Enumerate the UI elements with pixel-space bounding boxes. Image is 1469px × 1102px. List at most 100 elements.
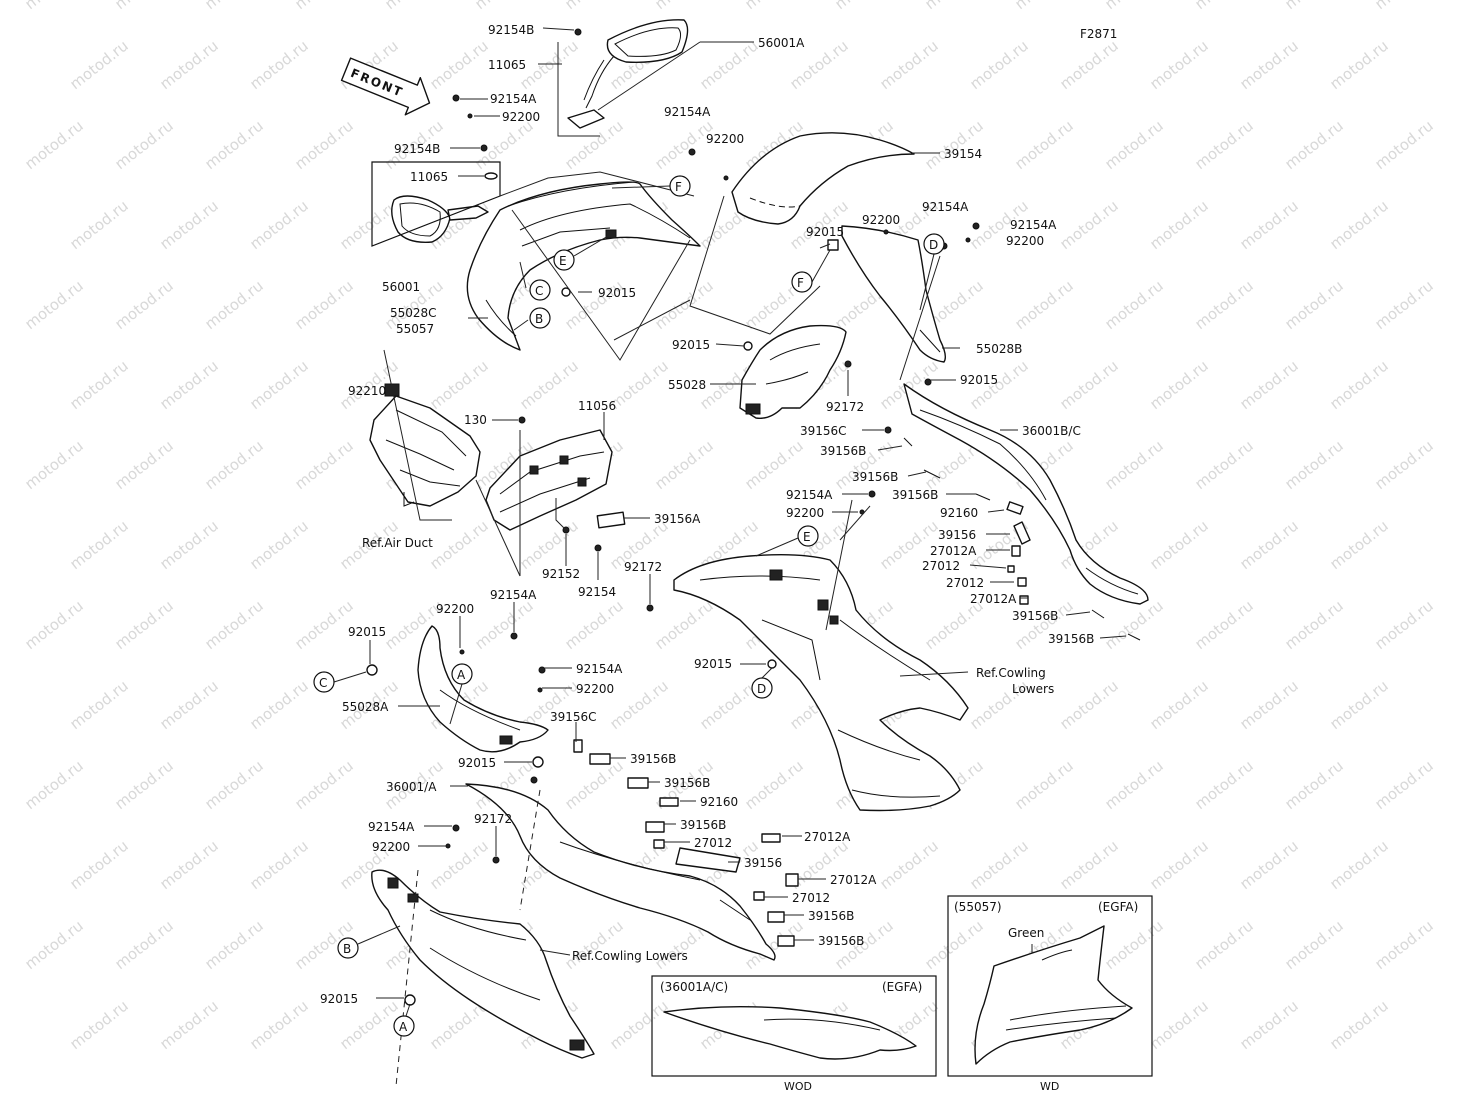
watermark-text: motod.ru [1371,277,1436,334]
callout-b-2: B [337,925,401,959]
watermark-text: motod.ru [21,437,86,494]
air-duct [369,383,481,507]
watermark-text: motod.ru [291,437,356,494]
watermark-text: motod.ru [1371,597,1436,654]
watermark-text: motod.ru [516,517,581,574]
label-92172-b: 92172 [624,560,662,574]
callout-f-1: F [611,175,691,197]
label-39156c-b: 39156C [550,710,597,724]
watermark-text: motod.ru [561,597,626,654]
watermark-text: motod.ru [1011,277,1076,334]
watermark-text: motod.ru [516,357,581,414]
watermark-text: motod.ru [1146,197,1211,254]
label-92200-c: 92200 [862,213,900,227]
watermark-text: motod.ru [561,0,626,13]
windscreen [731,132,915,225]
svg-text:E: E [803,530,811,544]
callout-e-1: E [553,235,609,271]
watermark-text: motod.ru [561,917,626,974]
label-39156b-j: 39156B [818,934,864,948]
watermark-text: motod.ru [1236,37,1301,94]
watermark-text: motod.ru [1281,597,1346,654]
watermark-text: motod.ru [1191,0,1256,13]
label-39156a: 39156A [654,512,701,526]
main-fairing [673,553,969,812]
label-92154: 92154 [578,585,616,599]
watermark-text: motod.ru [471,597,536,654]
label-39156b-i: 39156B [808,909,854,923]
figure-code: F2871 [1080,27,1117,41]
watermark-text: motod.ru [1191,917,1256,974]
label-27012a-d: 27012A [830,873,877,887]
svg-text:A: A [457,668,466,682]
watermark-text: motod.ru [1146,837,1211,894]
mirror-right [567,19,689,129]
label-92200-f: 92200 [436,602,474,616]
label-92160: 92160 [940,506,978,520]
watermark-text: motod.ru [111,597,176,654]
watermark-text: motod.ru [66,357,131,414]
watermark-text: motod.ru [21,917,86,974]
watermark-text: motod.ru [1236,197,1301,254]
watermark-text: motod.ru [651,437,716,494]
watermark-text: motod.ru [1101,917,1166,974]
label-39156b-g: 39156B [664,776,710,790]
label-92200-h: 92200 [372,840,410,854]
watermark-text: motod.ru [156,517,221,574]
label-27012-a: 27012 [922,559,960,573]
svg-text:C: C [319,676,327,690]
watermark-text: motod.ru [1281,117,1346,174]
callout-d-1: D [919,233,945,311]
label-39156: 39156 [938,528,976,542]
watermark-text: motod.ru [111,0,176,13]
watermark-text: motod.ru [1101,757,1166,814]
watermark-text: motod.ru [201,117,266,174]
watermark-text: motod.ru [1101,597,1166,654]
watermark-text: motod.ru [426,37,491,94]
watermark-text: motod.ru [21,757,86,814]
label-92154a-h: 92154A [368,820,415,834]
watermark-text: motod.ru [246,997,311,1054]
watermark-text: motod.ru [1056,357,1121,414]
watermark-text: motod.ru [1281,917,1346,974]
watermark-text: motod.ru [246,37,311,94]
watermark-text: motod.ru [201,917,266,974]
watermark-text: motod.ru [1056,37,1121,94]
label-92154a-g: 92154A [576,662,623,676]
label-36001bc: 36001B/C [1022,424,1081,438]
watermark-text: motod.ru [1281,277,1346,334]
upper-cowl [466,181,701,351]
label-39156b-h: 39156B [680,818,726,832]
watermark-text: motod.ru [66,37,131,94]
watermark-text: motod.ru [1056,197,1121,254]
front-arrow-shape [340,57,431,116]
watermark-text: motod.ru [111,277,176,334]
watermark-text: motod.ru [651,597,716,654]
watermark-text: motod.ru [21,117,86,174]
svg-text:E: E [559,254,567,268]
watermark-text: motod.ru [111,117,176,174]
svg-text:D: D [757,682,766,696]
label-27012-b: 27012 [946,576,984,590]
watermark-text: motod.ru [1146,37,1211,94]
watermark-text: motod.ru [201,437,266,494]
watermark-text: motod.ru [1326,837,1391,894]
label-55028: 55028 [668,378,706,392]
label-92015-c: 92015 [960,373,998,387]
label-27012-d: 27012 [792,891,830,905]
watermark-text: motod.ru [426,837,491,894]
watermark-text: motod.ru [1146,677,1211,734]
watermark-text: motod.ru [606,677,671,734]
label-92015-e: 92015 [348,625,386,639]
watermark-text: motod.ru [66,517,131,574]
watermark-text: motod.ru [426,517,491,574]
callout-d-2: D [751,667,773,699]
svg-text:D: D [929,238,938,252]
label-92200: 92200 [502,110,540,124]
label-92154a-f: 92154A [490,588,537,602]
watermark-text: motod.ru [201,277,266,334]
label-92015-g: 92015 [458,756,496,770]
watermark-text: motod.ru [741,437,806,494]
watermark-text: motod.ru [426,357,491,414]
